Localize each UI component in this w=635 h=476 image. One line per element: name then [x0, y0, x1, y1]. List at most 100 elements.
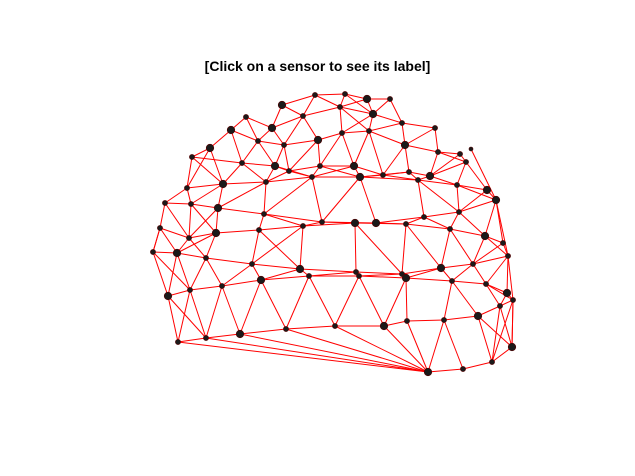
- sensor-point[interactable]: [371, 218, 381, 228]
- sensor-point[interactable]: [350, 218, 360, 228]
- sensor-point[interactable]: [470, 261, 476, 267]
- sensor-point[interactable]: [502, 288, 512, 298]
- sensor-point[interactable]: [421, 214, 427, 220]
- sensor-point[interactable]: [205, 143, 215, 153]
- sensor-edge: [285, 328, 429, 373]
- sensor-point[interactable]: [500, 240, 506, 246]
- sensor-point[interactable]: [482, 185, 492, 195]
- sensor-point[interactable]: [256, 275, 266, 285]
- sensor-point[interactable]: [313, 135, 323, 145]
- sensor-point[interactable]: [460, 366, 466, 372]
- sensor-point[interactable]: [219, 283, 225, 289]
- sensor-point[interactable]: [489, 359, 495, 365]
- sensor-point[interactable]: [332, 323, 338, 329]
- sensor-point[interactable]: [387, 96, 393, 102]
- sensor-point[interactable]: [362, 94, 372, 104]
- sensor-point[interactable]: [175, 339, 181, 345]
- sensor-point[interactable]: [163, 291, 173, 301]
- sensor-point[interactable]: [432, 125, 438, 131]
- sensor-point[interactable]: [480, 231, 490, 241]
- sensor-point[interactable]: [286, 168, 292, 174]
- sensor-point[interactable]: [468, 146, 474, 152]
- sensor-point[interactable]: [463, 159, 469, 165]
- sensor-point[interactable]: [184, 185, 190, 191]
- sensor-point[interactable]: [281, 142, 287, 148]
- sensor-point[interactable]: [186, 235, 192, 241]
- sensor-point[interactable]: [497, 303, 503, 309]
- sensor-point[interactable]: [456, 209, 462, 215]
- sensor-point[interactable]: [300, 113, 306, 119]
- sensor-point[interactable]: [505, 253, 511, 259]
- sensor-point[interactable]: [355, 172, 365, 182]
- sensor-point[interactable]: [300, 223, 306, 229]
- sensor-point[interactable]: [356, 273, 362, 279]
- sensor-point[interactable]: [270, 161, 280, 171]
- sensor-point[interactable]: [483, 281, 489, 287]
- sensor-point[interactable]: [150, 249, 156, 255]
- sensor-point[interactable]: [403, 221, 409, 227]
- sensor-point[interactable]: [447, 226, 453, 232]
- sensor-point[interactable]: [473, 311, 483, 321]
- sensor-edge: [188, 207, 219, 239]
- sensor-point[interactable]: [277, 100, 287, 110]
- sensor-point[interactable]: [203, 335, 209, 341]
- sensor-point[interactable]: [226, 125, 236, 135]
- sensor-point[interactable]: [406, 169, 412, 175]
- sensor-point[interactable]: [249, 261, 255, 267]
- sensor-point[interactable]: [309, 174, 315, 180]
- sensor-points[interactable]: [150, 91, 517, 377]
- sensor-point[interactable]: [454, 182, 460, 188]
- sensor-point[interactable]: [319, 219, 325, 225]
- sensor-point[interactable]: [337, 104, 343, 110]
- sensor-point[interactable]: [423, 367, 433, 377]
- sensor-point[interactable]: [157, 225, 163, 231]
- sensor-edge: [217, 181, 267, 209]
- sensor-point[interactable]: [449, 278, 455, 284]
- sensor-point[interactable]: [188, 201, 194, 207]
- sensor-point[interactable]: [203, 255, 209, 261]
- sensor-point[interactable]: [283, 326, 289, 332]
- sensor-point[interactable]: [507, 342, 517, 352]
- sensor-point[interactable]: [368, 109, 378, 119]
- sensor-point[interactable]: [189, 154, 195, 160]
- sensor-point[interactable]: [491, 195, 501, 205]
- sensor-point[interactable]: [379, 321, 389, 331]
- sensor-point[interactable]: [380, 172, 386, 178]
- sensor-point[interactable]: [457, 151, 463, 157]
- sensor-point[interactable]: [267, 123, 277, 133]
- sensor-point[interactable]: [399, 120, 405, 126]
- sensor-point[interactable]: [211, 228, 221, 238]
- sensor-point[interactable]: [353, 269, 359, 275]
- sensor-point[interactable]: [425, 171, 435, 181]
- sensor-edge: [477, 315, 493, 363]
- sensor-point[interactable]: [256, 227, 262, 233]
- sensor-point[interactable]: [243, 114, 249, 120]
- sensor-point[interactable]: [415, 177, 421, 183]
- sensor-point[interactable]: [436, 263, 446, 273]
- sensor-point[interactable]: [441, 317, 447, 323]
- sensor-point[interactable]: [400, 140, 410, 150]
- sensor-point[interactable]: [213, 203, 223, 213]
- sensor-point[interactable]: [342, 91, 348, 97]
- sensor-point[interactable]: [339, 130, 345, 136]
- sensor-point[interactable]: [317, 163, 323, 169]
- sensor-point[interactable]: [295, 264, 305, 274]
- sensor-point[interactable]: [306, 273, 312, 279]
- sensor-point[interactable]: [349, 161, 359, 171]
- sensor-point[interactable]: [510, 297, 516, 303]
- sensor-point[interactable]: [263, 179, 269, 185]
- sensor-point[interactable]: [172, 248, 182, 258]
- sensor-point[interactable]: [162, 200, 168, 206]
- sensor-point[interactable]: [218, 179, 228, 189]
- sensor-point[interactable]: [255, 138, 261, 144]
- sensor-point[interactable]: [235, 329, 245, 339]
- sensor-point[interactable]: [366, 128, 372, 134]
- sensor-point[interactable]: [401, 273, 411, 283]
- sensor-point[interactable]: [239, 160, 245, 166]
- sensor-point[interactable]: [261, 211, 267, 217]
- sensor-point[interactable]: [404, 318, 410, 324]
- sensor-point[interactable]: [435, 149, 441, 155]
- sensor-point[interactable]: [312, 92, 318, 98]
- sensor-point[interactable]: [187, 287, 193, 293]
